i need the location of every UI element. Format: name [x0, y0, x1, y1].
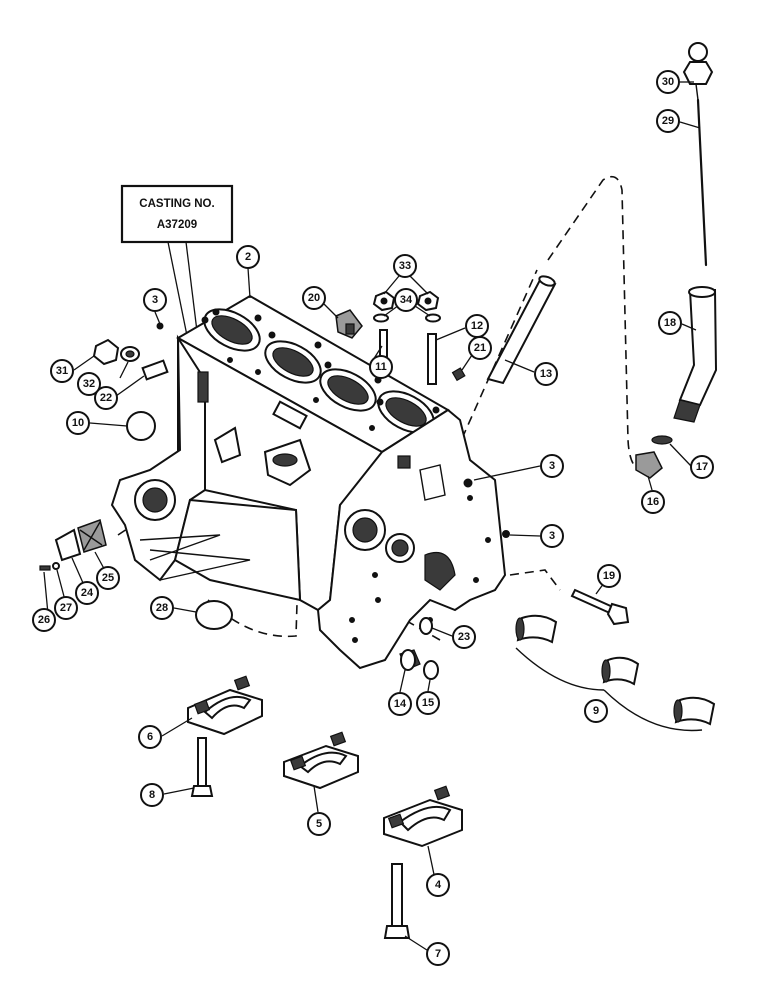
callout-28: 28 — [150, 596, 174, 620]
callout-13: 13 — [534, 362, 558, 386]
svg-text:19: 19 — [603, 570, 615, 582]
casting-number-label: CASTING NO. A37209 — [120, 184, 234, 381]
part-4-bearing-cap — [383, 785, 463, 848]
callout-14: 14 — [388, 692, 412, 716]
svg-text:13: 13 — [540, 368, 552, 380]
part-31-32-22-left-fittings — [92, 322, 169, 441]
part-5-bearing-cap — [283, 731, 359, 790]
rear-plate — [316, 408, 507, 670]
callout-7: 7 — [426, 942, 450, 966]
svg-text:16: 16 — [647, 496, 659, 508]
svg-text:18: 18 — [664, 317, 676, 329]
callout-10: 10 — [66, 411, 90, 435]
callout-26: 26 — [32, 608, 56, 632]
callout-25: 25 — [96, 566, 120, 590]
callout-18: 18 — [658, 311, 682, 335]
svg-text:29: 29 — [662, 115, 674, 127]
callout-17: 17 — [690, 455, 714, 479]
svg-text:3: 3 — [152, 294, 158, 306]
callout-30: 30 — [656, 70, 680, 94]
callout-11: 11 — [369, 355, 393, 379]
svg-text:22: 22 — [100, 392, 112, 404]
part-20-drain-cock — [335, 309, 363, 339]
callout-27: 27 — [54, 596, 78, 620]
callout-34: 34 — [394, 288, 418, 312]
leader-lines — [43, 81, 701, 953]
callout-2: 2 — [236, 245, 260, 269]
svg-text:28: 28 — [156, 602, 168, 614]
svg-text:5: 5 — [316, 818, 322, 830]
part-9-bushings — [515, 614, 716, 732]
svg-text:24: 24 — [81, 587, 94, 599]
part-16-adapter — [635, 451, 663, 479]
svg-text:26: 26 — [38, 614, 50, 626]
svg-text:9: 9 — [593, 705, 599, 717]
callout-8: 8 — [140, 783, 164, 807]
callout-20: 20 — [302, 286, 326, 310]
callout-5: 5 — [307, 812, 331, 836]
part-8-bolt — [190, 737, 214, 797]
svg-text:32: 32 — [83, 378, 95, 390]
callout-16: 16 — [641, 490, 665, 514]
callout-31: 31 — [50, 359, 74, 383]
svg-text:27: 27 — [60, 602, 72, 614]
svg-text:25: 25 — [102, 572, 114, 584]
svg-text:4: 4 — [435, 879, 442, 891]
svg-text:10: 10 — [72, 417, 84, 429]
svg-text:3: 3 — [549, 460, 555, 472]
callout-12: 12 — [465, 314, 489, 338]
callout-21: 21 — [468, 336, 492, 360]
svg-text:31: 31 — [56, 365, 68, 377]
svg-text:34: 34 — [400, 294, 413, 306]
callout-29: 29 — [656, 109, 680, 133]
svg-text:6: 6 — [147, 731, 153, 743]
part-15-washer — [423, 660, 439, 680]
callout-4: 4 — [426, 873, 450, 897]
callout-3b: 3 — [540, 454, 564, 478]
part-3-plug-b — [463, 478, 473, 488]
svg-text:12: 12 — [471, 320, 483, 332]
svg-text:15: 15 — [422, 697, 434, 709]
cylinder-block — [110, 294, 450, 612]
svg-text:3: 3 — [549, 530, 555, 542]
casting-label-line1: CASTING NO. — [139, 198, 214, 210]
callout-23: 23 — [452, 625, 476, 649]
callout-22: 22 — [94, 386, 118, 410]
part-23-dowel — [419, 617, 433, 635]
part-28-expansion-plug — [195, 600, 233, 630]
callout-3a: 3 — [143, 288, 167, 312]
svg-text:8: 8 — [149, 789, 155, 801]
svg-text:14: 14 — [394, 698, 407, 710]
callout-9: 9 — [584, 699, 608, 723]
svg-text:30: 30 — [662, 76, 674, 88]
part-30-29-dipstick — [682, 42, 714, 267]
callout-6: 6 — [138, 725, 162, 749]
svg-text:2: 2 — [245, 251, 251, 263]
part-3-plug-c — [502, 530, 510, 538]
callout-15: 15 — [416, 691, 440, 715]
part-6-bearing-cap — [187, 675, 263, 736]
part-18-dipstick-tube — [673, 286, 718, 423]
part-13-tube — [486, 275, 557, 385]
part-21-plug — [451, 367, 466, 382]
casting-label-line2: A37209 — [157, 219, 197, 231]
callout-19: 19 — [597, 564, 621, 588]
part-17-o-ring — [651, 435, 673, 445]
callout-24: 24 — [75, 581, 99, 605]
svg-text:21: 21 — [474, 342, 486, 354]
callout-3c: 3 — [540, 524, 564, 548]
svg-text:20: 20 — [308, 292, 320, 304]
svg-text:7: 7 — [435, 948, 441, 960]
part-14-plug — [399, 649, 421, 671]
callout-32: 32 — [77, 372, 101, 396]
callout-33: 33 — [393, 254, 417, 278]
svg-text:23: 23 — [458, 631, 470, 643]
part-19-bolt — [570, 588, 630, 626]
svg-text:11: 11 — [375, 361, 387, 373]
svg-text:33: 33 — [399, 260, 411, 272]
part-24-27-cover-hardware — [39, 519, 107, 571]
svg-text:17: 17 — [696, 461, 708, 473]
part-7-bolt — [383, 863, 411, 939]
